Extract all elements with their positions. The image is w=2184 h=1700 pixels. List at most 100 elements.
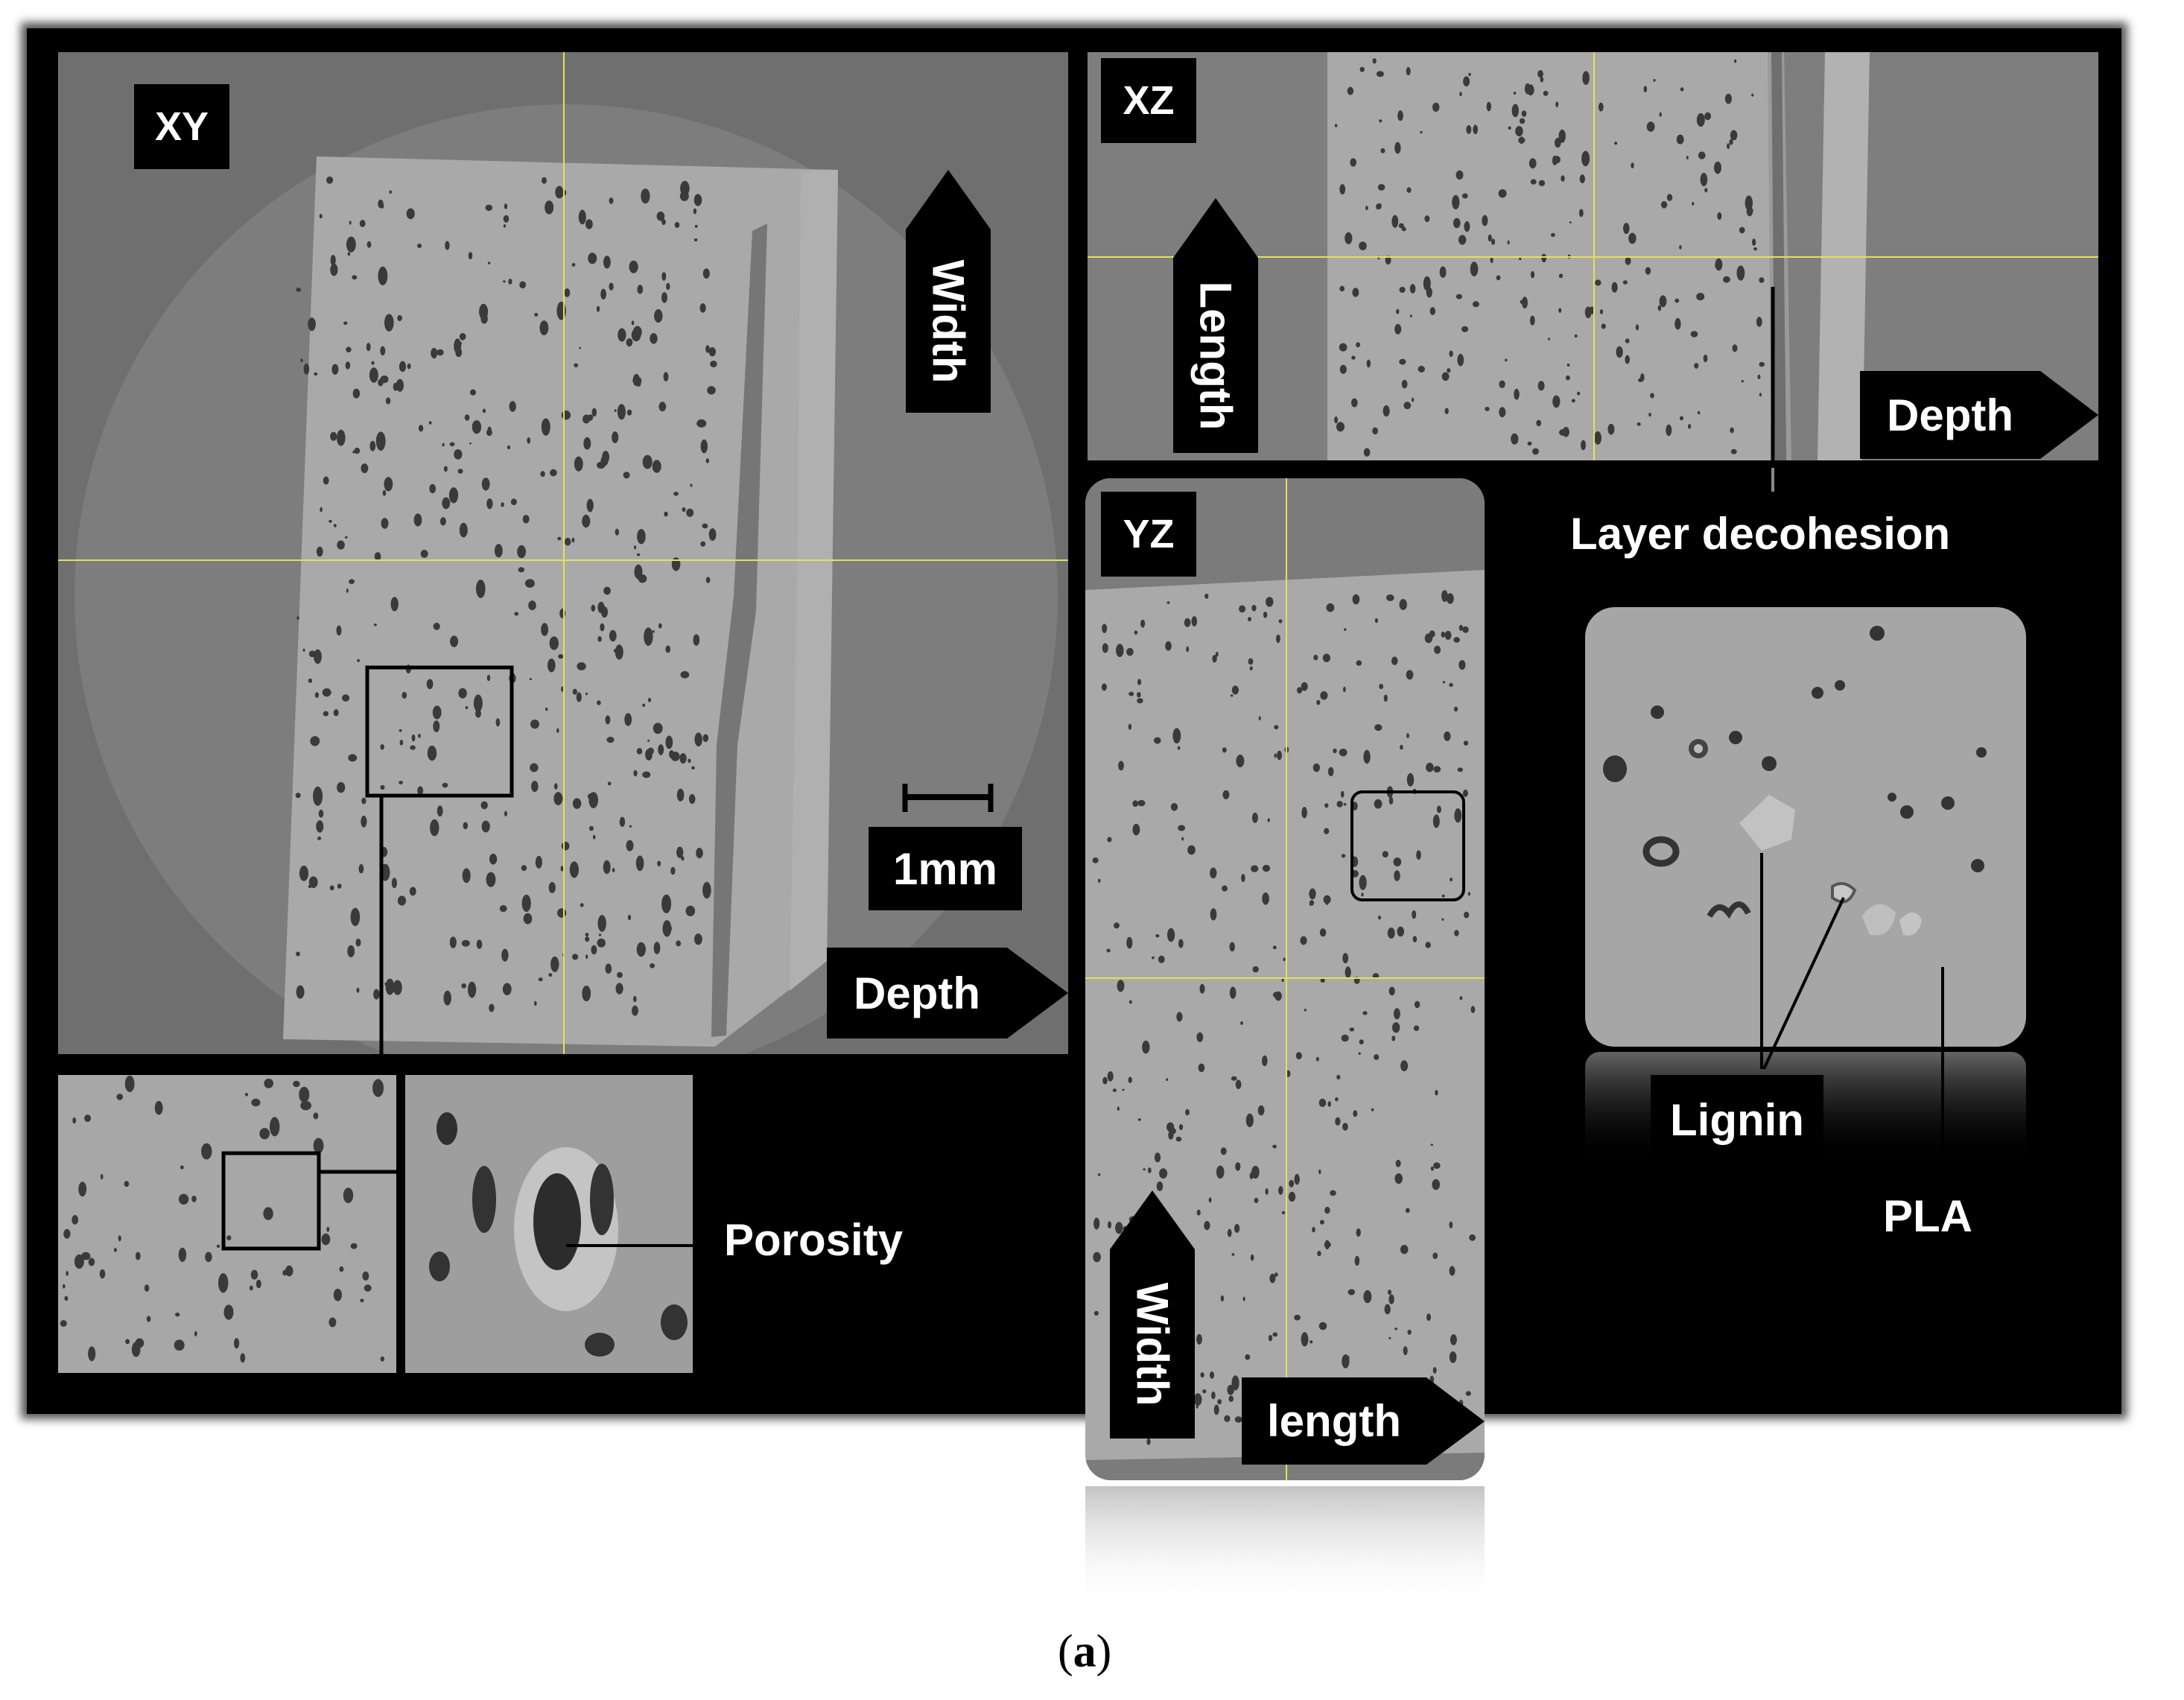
- pore: [418, 734, 421, 738]
- pore: [666, 282, 670, 291]
- pore: [296, 951, 300, 957]
- pore: [401, 691, 407, 699]
- pore: [327, 691, 331, 694]
- pore: [1406, 773, 1415, 787]
- pore: [1406, 733, 1409, 738]
- pore: [1397, 926, 1405, 937]
- pore: [430, 819, 439, 837]
- xy-width-arrow: [906, 170, 991, 229]
- pore: [641, 188, 650, 204]
- pore: [1394, 323, 1402, 334]
- pore: [124, 1075, 135, 1092]
- pore: [1378, 916, 1381, 920]
- pore: [1432, 814, 1440, 828]
- pore: [1269, 1273, 1276, 1284]
- pore: [1454, 808, 1462, 823]
- pore: [1317, 1251, 1321, 1257]
- pore: [1555, 101, 1559, 108]
- pore: [319, 214, 323, 219]
- pore: [1551, 232, 1555, 237]
- pore: [670, 866, 676, 875]
- pla-label: PLA: [1883, 1191, 1972, 1241]
- pore: [580, 903, 584, 907]
- pore: [1599, 309, 1604, 314]
- pore: [390, 597, 399, 612]
- pore: [1251, 604, 1257, 612]
- pore: [487, 261, 491, 264]
- pore: [1401, 379, 1408, 389]
- pore: [216, 1244, 220, 1248]
- pore: [399, 729, 402, 732]
- pore: [1581, 150, 1590, 167]
- pore: [313, 786, 323, 806]
- pore: [1441, 631, 1446, 638]
- pore: [1511, 433, 1519, 445]
- pore: [587, 793, 594, 800]
- pore: [1118, 761, 1124, 771]
- pore: [314, 649, 322, 665]
- pore: [700, 541, 706, 547]
- pore: [244, 1093, 249, 1097]
- pore: [1646, 121, 1655, 132]
- pore: [250, 1269, 258, 1280]
- pore: [255, 1279, 261, 1289]
- pore: [614, 409, 617, 412]
- pore: [1352, 594, 1360, 605]
- pore: [1614, 142, 1618, 145]
- pore: [1566, 364, 1570, 367]
- pore: [1694, 363, 1699, 369]
- pore: [1395, 1159, 1401, 1167]
- pore: [1251, 1165, 1260, 1179]
- pore: [572, 688, 577, 695]
- pore: [462, 868, 471, 884]
- pore: [464, 414, 470, 421]
- pore: [702, 734, 709, 743]
- pore: [352, 275, 358, 280]
- pore: [534, 1000, 537, 1006]
- pore: [1304, 1009, 1307, 1012]
- pore: [1359, 66, 1365, 72]
- pore: [688, 793, 696, 805]
- pore: [1519, 136, 1524, 145]
- pore: [654, 309, 663, 323]
- pore: [561, 841, 570, 851]
- pore: [1137, 679, 1142, 685]
- pore: [1107, 837, 1112, 843]
- pore: [1515, 126, 1523, 137]
- pore: [673, 492, 679, 496]
- pore: [1462, 626, 1469, 633]
- pore: [1114, 922, 1120, 929]
- pore: [328, 1317, 337, 1328]
- pore: [1301, 807, 1307, 819]
- pore: [372, 1079, 384, 1097]
- pore: [1746, 206, 1753, 217]
- pore: [74, 1254, 84, 1269]
- pore: [1594, 431, 1602, 445]
- pore: [676, 846, 684, 858]
- pore: [1429, 307, 1436, 316]
- pore: [1159, 1168, 1168, 1179]
- pore: [561, 686, 564, 692]
- pore: [705, 577, 711, 583]
- pore: [652, 629, 655, 633]
- pore: [465, 705, 469, 709]
- pore: [650, 963, 655, 968]
- pore: [373, 624, 377, 627]
- pore: [632, 373, 640, 387]
- pore: [191, 1196, 197, 1202]
- pore: [1400, 1245, 1409, 1255]
- pore: [1732, 344, 1738, 352]
- pore: [1172, 728, 1181, 744]
- pore: [479, 303, 489, 320]
- pore: [561, 410, 571, 420]
- pore: [661, 292, 667, 303]
- pore: [397, 315, 402, 321]
- pore: [1453, 218, 1461, 229]
- pore: [437, 349, 444, 356]
- pore: [1330, 1190, 1336, 1196]
- pore: [1339, 343, 1347, 352]
- pore: [1310, 1340, 1313, 1344]
- pore: [1470, 261, 1479, 276]
- pore: [1108, 1221, 1111, 1228]
- pore: [1571, 399, 1575, 403]
